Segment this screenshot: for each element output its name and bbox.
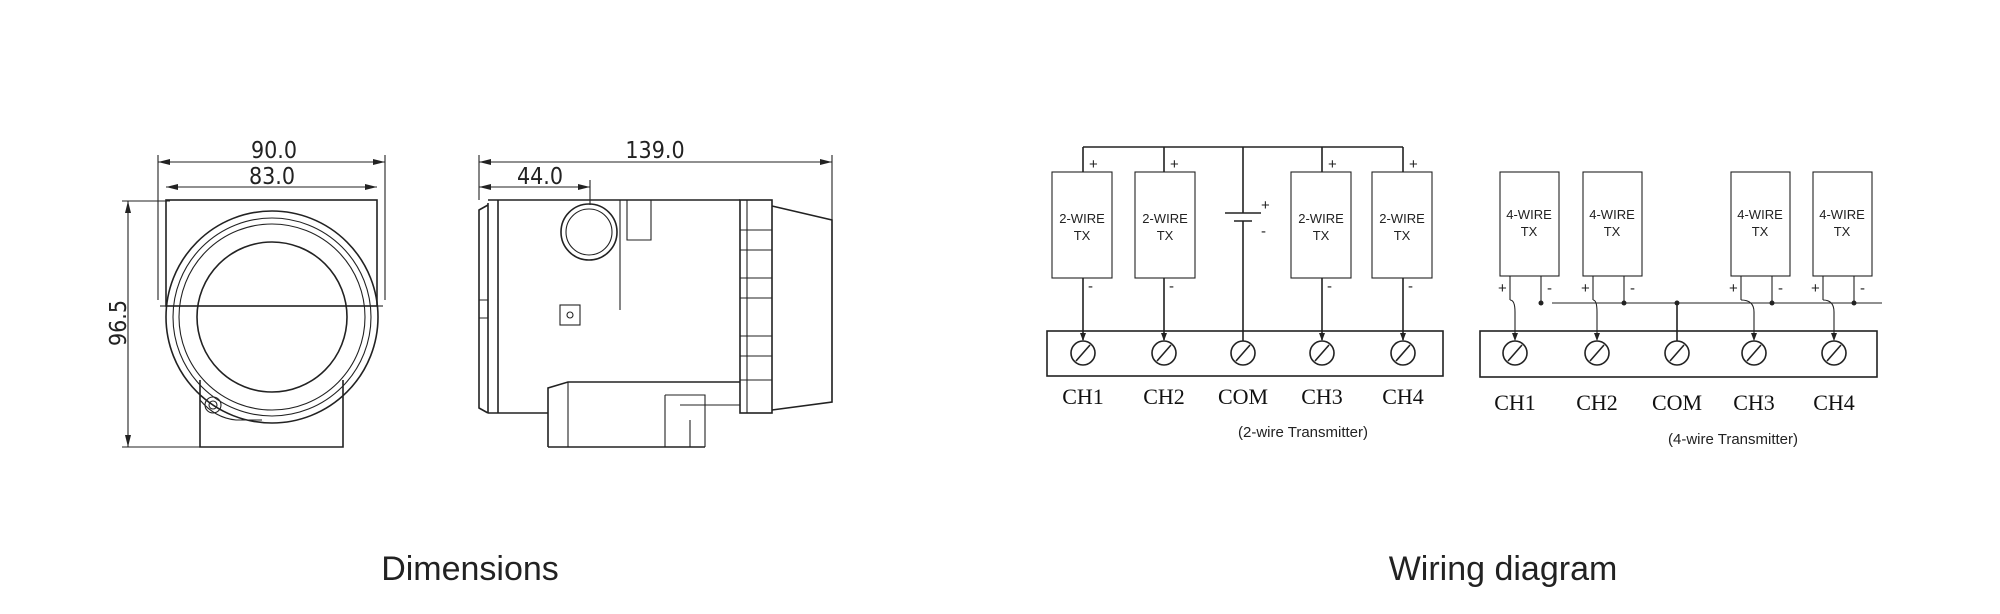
- tx-label-ch1: 2-WIRE: [1059, 211, 1105, 226]
- plus4-ch1: +: [1498, 280, 1507, 297]
- minus-ch4: -: [1408, 278, 1413, 295]
- arrow4-ch4: [1831, 333, 1837, 341]
- wiring-2wire-diagram: CH1 2-WIRE TX + - CH2 2-WIRE TX + - COM + - CH3 2-WIRE…: [1046, 146, 1444, 409]
- tx4-minus-node-ch1: [1538, 300, 1544, 306]
- tx4-label-ch4: 4-WIRE: [1819, 207, 1865, 222]
- minus-ch2: -: [1169, 278, 1174, 295]
- tx4-minus-node-ch2: [1621, 300, 1627, 306]
- plus4-ch4: +: [1811, 280, 1820, 297]
- terminal-com-screw-slot: [1235, 344, 1251, 362]
- terminal-ch4-screw-slot: [1395, 344, 1411, 362]
- label-ch2-4wire: CH2: [1576, 390, 1618, 415]
- caption-dimensions: Dimensions: [381, 550, 559, 588]
- minus-ch3: -: [1327, 278, 1332, 295]
- tx4-sub-ch3: TX: [1752, 224, 1769, 239]
- arrow4-ch2: [1594, 333, 1600, 341]
- tx4-label-ch3: 4-WIRE: [1737, 207, 1783, 222]
- tx4-sub-ch1: TX: [1521, 224, 1538, 239]
- plus-ch1: +: [1089, 156, 1098, 173]
- tx-sub-ch1: TX: [1074, 228, 1091, 243]
- tx4-sub-ch2: TX: [1604, 224, 1621, 239]
- tx-box-ch1: [1051, 171, 1113, 279]
- side-view-drawing: 139.0 44.0: [478, 138, 833, 448]
- dim-96-5: 96.5: [106, 300, 132, 346]
- tx4-plus-route-ch4: [1822, 299, 1835, 340]
- tx-label-ch3: 2-WIRE: [1298, 211, 1344, 226]
- tx4-plus-route-ch2: [1592, 299, 1598, 340]
- minus4-ch4: -: [1860, 280, 1865, 297]
- label-ch3-2wire: CH3: [1301, 384, 1343, 409]
- tx4-minus-node-ch3: [1769, 300, 1775, 306]
- minus-ch1: -: [1088, 278, 1093, 295]
- terminal-ch4-screw-slot: [1826, 344, 1842, 362]
- terminal-ch3-screw-slot: [1746, 344, 1762, 362]
- minus4-ch3: -: [1778, 280, 1783, 297]
- tx-sub-ch4: TX: [1394, 228, 1411, 243]
- tx4-plus-route-ch1: [1509, 299, 1516, 340]
- tx4-label-ch1: 4-WIRE: [1506, 207, 1552, 222]
- terminal-ch2-screw-slot: [1589, 344, 1605, 362]
- wiring-4wire-diagram: CH1 4-WIRE TX + - CH2 4-WIRE TX + - COM CH3 4-WIRE TX…: [1479, 171, 1882, 415]
- tx4-box-ch1: [1499, 171, 1560, 277]
- label-ch3-4wire: CH3: [1733, 390, 1775, 415]
- note-2wire: (2-wire Transmitter): [1238, 424, 1368, 441]
- tx-box-ch2: [1134, 171, 1196, 279]
- terminal-ch3-screw-slot: [1314, 344, 1330, 362]
- tx-box-ch4: [1371, 171, 1433, 279]
- tx4-plus-route-ch3: [1740, 299, 1755, 340]
- front-view-drawing: 90.0 83.0 96.5: [106, 138, 386, 448]
- arrow-ch2: [1161, 333, 1167, 341]
- plus-ch3: +: [1328, 156, 1337, 173]
- plus4-ch3: +: [1729, 280, 1738, 297]
- terminal-ch1-screw-slot: [1075, 344, 1091, 362]
- dim-83: 83.0: [249, 164, 295, 190]
- arrow-ch1: [1080, 333, 1086, 341]
- plus-ch4: +: [1409, 156, 1418, 173]
- arrow-ch4: [1400, 333, 1406, 341]
- caption-wiring-diagram: Wiring diagram: [1388, 550, 1618, 588]
- label-com-2wire: COM: [1218, 384, 1268, 409]
- arrow4-ch1: [1512, 333, 1518, 341]
- terminal-com-screw-slot: [1669, 344, 1685, 362]
- tx-label-ch2: 2-WIRE: [1142, 211, 1188, 226]
- label-com-4wire: COM: [1652, 390, 1702, 415]
- tx-label-ch4: 2-WIRE: [1379, 211, 1425, 226]
- dim-139: 139.0: [625, 138, 684, 164]
- battery-minus: -: [1261, 223, 1266, 240]
- dim-44: 44.0: [517, 164, 563, 190]
- terminal-ch1-screw-slot: [1507, 344, 1523, 362]
- arrow4-ch3: [1751, 333, 1757, 341]
- minus4-ch2: -: [1630, 280, 1635, 297]
- com-junction: [1674, 300, 1680, 306]
- label-ch2-2wire: CH2: [1143, 384, 1185, 409]
- label-ch4-4wire: CH4: [1813, 390, 1855, 415]
- battery-plus: +: [1261, 197, 1270, 214]
- tx-box-ch3: [1290, 171, 1352, 279]
- tx-sub-ch2: TX: [1157, 228, 1174, 243]
- tx4-box-ch3: [1730, 171, 1791, 277]
- plus4-ch2: +: [1581, 280, 1590, 297]
- label-ch4-2wire: CH4: [1382, 384, 1424, 409]
- tx4-box-ch2: [1582, 171, 1643, 277]
- dim-90: 90.0: [251, 138, 297, 164]
- terminal-ch2-screw-slot: [1156, 344, 1172, 362]
- plus-ch2: +: [1170, 156, 1179, 173]
- label-ch1-4wire: CH1: [1494, 390, 1536, 415]
- tx4-sub-ch4: TX: [1834, 224, 1851, 239]
- minus4-ch1: -: [1547, 280, 1552, 297]
- arrow-ch3: [1319, 333, 1325, 341]
- tx4-box-ch4: [1812, 171, 1873, 277]
- note-4wire: (4-wire Transmitter): [1668, 431, 1798, 448]
- label-ch1-2wire: CH1: [1062, 384, 1104, 409]
- tx-sub-ch3: TX: [1313, 228, 1330, 243]
- tx4-label-ch2: 4-WIRE: [1589, 207, 1635, 222]
- tx4-minus-node-ch4: [1851, 300, 1857, 306]
